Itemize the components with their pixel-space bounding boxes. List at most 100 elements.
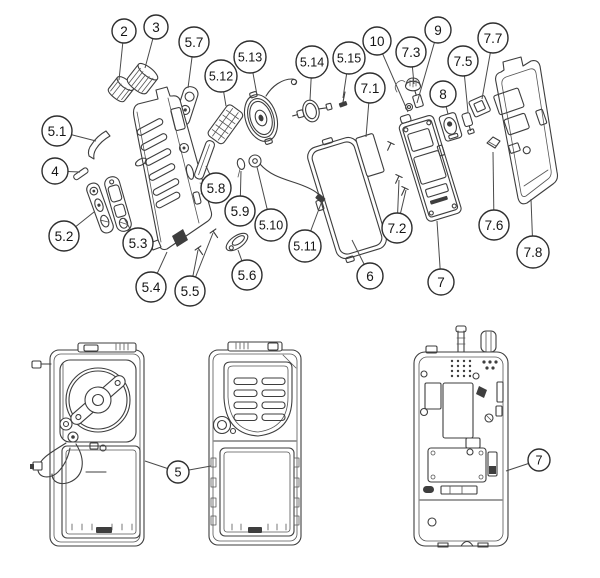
- callout-5-housing-views: 5: [166, 460, 190, 484]
- callout-7.3: 7.3: [395, 36, 427, 68]
- callout-5.14: 5.14: [295, 45, 329, 79]
- grille-insert-part: [207, 104, 244, 145]
- speaker-part: [243, 78, 298, 145]
- latch-part: [461, 112, 475, 135]
- callout-4: 4: [41, 157, 69, 185]
- trim-strip-part: [87, 130, 111, 160]
- block-part: [486, 136, 501, 149]
- speaker-hole-grid: [450, 359, 498, 378]
- callout-3: 3: [143, 14, 169, 40]
- callout-5.3: 5.3: [122, 227, 154, 259]
- chassis-screws-part: [387, 140, 409, 196]
- callout-label-5.6: 5.6: [238, 268, 257, 283]
- callout-5.7: 5.7: [178, 26, 210, 58]
- rear-housing-part: [493, 56, 559, 205]
- callout-label-8: 8: [439, 87, 447, 102]
- callout-label-7.7: 7.7: [484, 31, 503, 46]
- callout-5.1: 5.1: [41, 115, 73, 147]
- front-grille-slots: [233, 377, 286, 422]
- side-notches: [210, 457, 300, 526]
- callout-label-5.8: 5.8: [207, 181, 226, 196]
- callout-label-7: 7: [535, 454, 542, 468]
- side-button-strip-part: [86, 182, 114, 234]
- speaker-grille-slots: [136, 118, 181, 209]
- front-housing-inside-view: [30, 342, 145, 547]
- callout-label-7.3: 7.3: [402, 45, 421, 60]
- callout-5.2: 5.2: [48, 220, 80, 252]
- callout-label-10: 10: [369, 34, 384, 49]
- callout-label-7.2: 7.2: [388, 221, 407, 236]
- battery-ticks-front: [231, 523, 287, 531]
- callout-label-5.10: 5.10: [259, 219, 283, 233]
- callout-label-5.11: 5.11: [293, 240, 316, 254]
- callout-7.7: 7.7: [477, 22, 509, 54]
- callout-label-5.9: 5.9: [231, 204, 250, 219]
- callout-label-7.5: 7.5: [454, 54, 473, 69]
- callout-2: 2: [111, 18, 137, 44]
- callout-5.5: 5.5: [174, 275, 206, 307]
- callout-5.10: 5.10: [254, 208, 288, 242]
- callout-5.4: 5.4: [135, 271, 167, 303]
- callout-label-6: 6: [366, 269, 374, 284]
- callout-label-4: 4: [51, 164, 59, 179]
- callout-label-5.12: 5.12: [209, 70, 233, 84]
- assembled-views: [30, 325, 509, 548]
- callout-label-3: 3: [152, 20, 160, 35]
- callout-label-5.2: 5.2: [55, 229, 74, 244]
- front-housing-part: [132, 86, 213, 251]
- callout-label-7.1: 7.1: [361, 81, 380, 96]
- callout-5.6: 5.6: [231, 259, 263, 291]
- callout-label-5.14: 5.14: [300, 56, 324, 70]
- callout-label-5.7: 5.7: [185, 35, 204, 50]
- callout-5.13: 5.13: [233, 40, 267, 74]
- antenna-stubs: [455, 325, 497, 353]
- callout-label-7.6: 7.6: [485, 218, 504, 233]
- callout-label-5.1: 5.1: [48, 124, 67, 139]
- front-screws-part: [194, 228, 219, 256]
- exploded-view: [73, 56, 559, 264]
- callout-label-9: 9: [434, 23, 442, 38]
- label-plate-part: [355, 133, 385, 177]
- callout-7.1: 7.1: [354, 72, 386, 104]
- callout-10: 10: [362, 26, 392, 56]
- callout-7.8: 7.8: [516, 235, 550, 269]
- callout-7-chassis-view: 7: [527, 448, 551, 472]
- buzzer-part: [438, 112, 463, 142]
- callout-label-5.5: 5.5: [181, 284, 200, 299]
- callout-5.11: 5.11: [288, 229, 322, 263]
- callout-5.9: 5.9: [224, 195, 256, 227]
- callout-5.8: 5.8: [200, 172, 232, 204]
- front-housing-front-view: [208, 341, 302, 546]
- callout-9: 9: [424, 16, 452, 44]
- callout-label-5.15: 5.15: [337, 52, 361, 66]
- callout-label-5: 5: [174, 466, 181, 480]
- callout-label-5.13: 5.13: [238, 51, 262, 65]
- gasket-part: [307, 136, 387, 264]
- frame-part: [468, 95, 491, 118]
- callout-7.6: 7.6: [478, 209, 510, 241]
- microphone-part: [292, 99, 333, 123]
- spacer-part: [73, 167, 89, 181]
- callout-5.12: 5.12: [204, 59, 238, 93]
- stud-part: [236, 158, 246, 178]
- callout-7: 7: [427, 268, 455, 296]
- callout-label-5.4: 5.4: [142, 280, 161, 295]
- large-knob-part: [126, 62, 159, 95]
- callout-label-7: 7: [437, 275, 445, 290]
- callout-8: 8: [429, 80, 457, 108]
- callout-7.5: 7.5: [447, 45, 479, 77]
- side-rail-part: [194, 140, 216, 180]
- ptt-button-strip-part: [104, 176, 132, 232]
- callout-label-5.3: 5.3: [129, 236, 148, 251]
- callout-5.15: 5.15: [332, 41, 366, 75]
- rear-chassis-view: [413, 325, 509, 548]
- callout-label-7.8: 7.8: [524, 245, 543, 260]
- small-knob-part: [107, 76, 135, 103]
- chassis-part: [398, 114, 462, 222]
- clip-part: [225, 232, 249, 252]
- pin-part: [338, 91, 348, 108]
- battery-ticks: [71, 523, 133, 531]
- callout-label-2: 2: [120, 24, 128, 39]
